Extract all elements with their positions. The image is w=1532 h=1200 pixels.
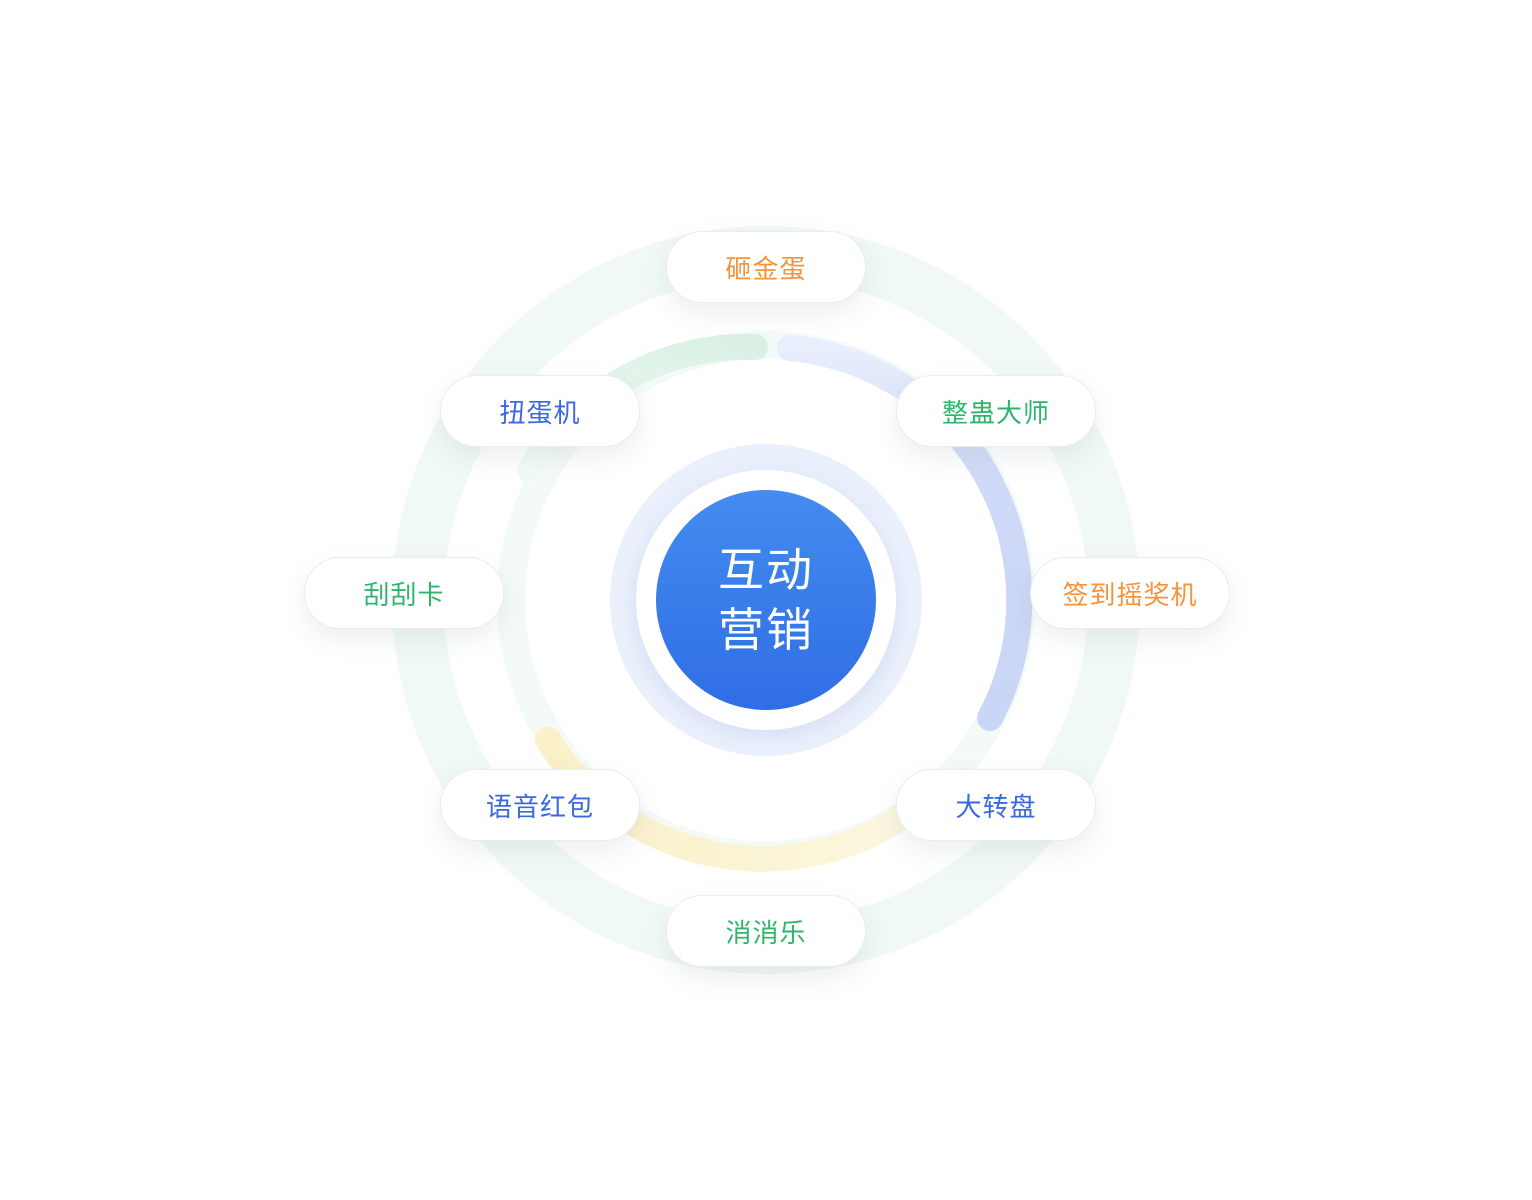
node-scratch-card[interactable]: 刮刮卡 (304, 557, 504, 629)
blue-arc (777, 335, 1033, 731)
node-voice-red-packet[interactable]: 语音红包 (440, 769, 640, 841)
node-smash-golden-egg[interactable]: 砸金蛋 (666, 231, 866, 303)
center-label: 互动 营销 (718, 543, 814, 657)
node-prank-master[interactable]: 整蛊大师 (896, 375, 1096, 447)
node-big-wheel[interactable]: 大转盘 (896, 769, 1096, 841)
node-checkin-lottery-machine[interactable]: 签到摇奖机 (1030, 557, 1230, 629)
center-circle: 互动 营销 (656, 490, 876, 710)
node-match-game[interactable]: 消消乐 (666, 895, 866, 967)
node-gashapon[interactable]: 扭蛋机 (440, 375, 640, 447)
